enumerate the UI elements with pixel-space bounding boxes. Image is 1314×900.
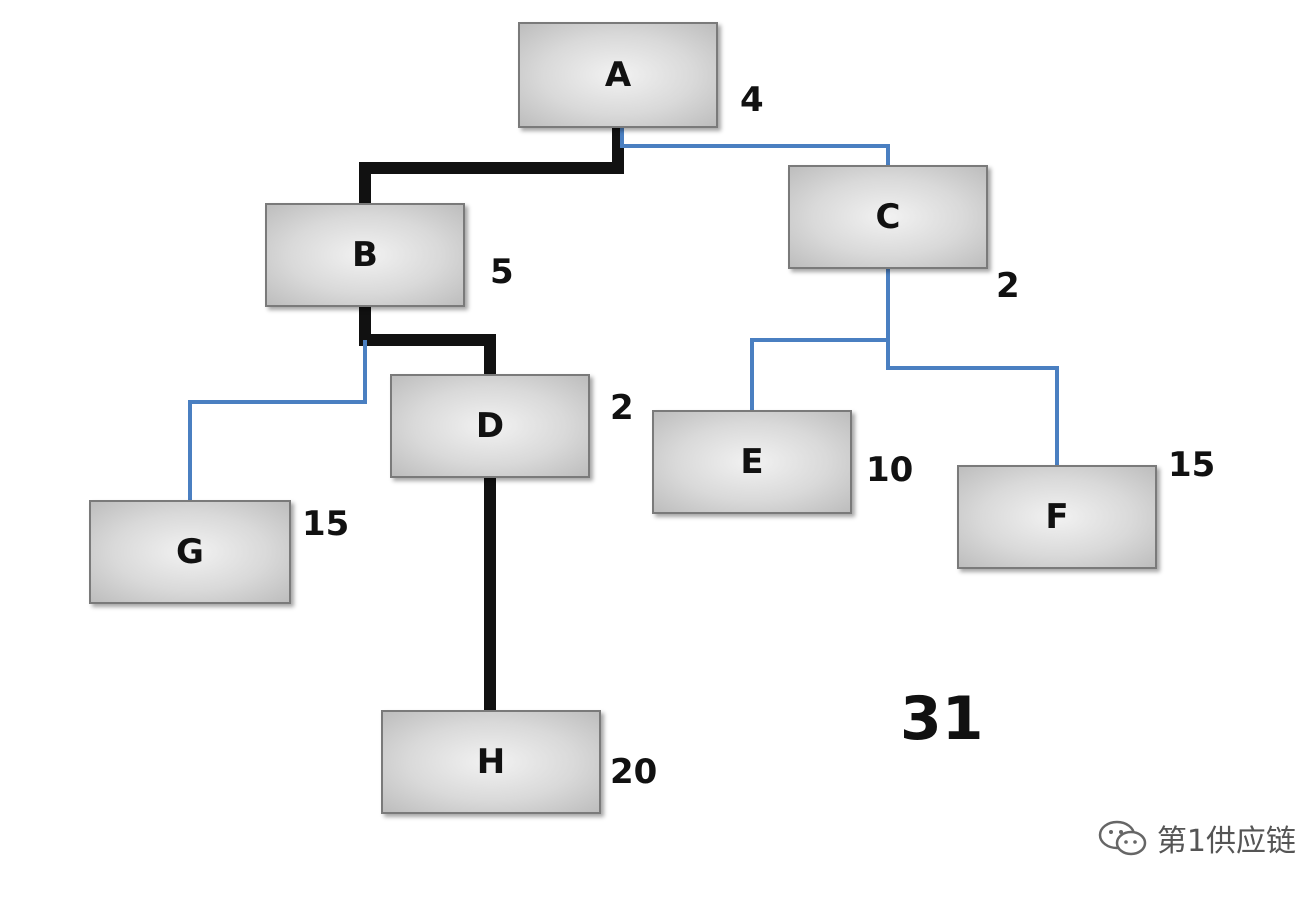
- edge-c-f: [886, 340, 1059, 465]
- node-h-weight: 20: [610, 752, 658, 792]
- edge-b-g: [188, 340, 367, 500]
- wechat-icon: [1098, 820, 1147, 856]
- node-b: B: [265, 203, 465, 307]
- critical-path-total: 31: [900, 684, 984, 754]
- watermark: 第1供应链: [1097, 816, 1296, 860]
- node-c-weight: 2: [996, 266, 1020, 306]
- edge-a-c: [620, 128, 890, 165]
- edge-c-e: [750, 268, 890, 410]
- node-g-weight: 15: [302, 504, 350, 544]
- node-h-label: H: [476, 742, 506, 782]
- node-d-weight: 2: [610, 388, 634, 428]
- node-b-weight: 5: [490, 252, 514, 292]
- node-c-label: C: [875, 197, 901, 237]
- node-f: F: [957, 465, 1157, 569]
- node-d-label: D: [475, 406, 505, 446]
- node-e-weight: 10: [866, 450, 914, 490]
- node-f-label: F: [1045, 497, 1069, 537]
- node-a: A: [518, 22, 718, 128]
- node-b-label: B: [352, 235, 378, 275]
- edge-b-d: [359, 307, 496, 375]
- node-g-label: G: [176, 532, 204, 572]
- watermark-text: 第1供应链: [1156, 824, 1296, 859]
- node-a-label: A: [604, 55, 632, 95]
- edge-a-b: [359, 128, 624, 205]
- node-c: C: [788, 165, 988, 269]
- node-a-weight: 4: [740, 80, 764, 120]
- node-e: E: [652, 410, 852, 514]
- node-d: D: [390, 374, 590, 478]
- node-f-weight: 15: [1168, 445, 1216, 485]
- node-e-label: E: [740, 442, 764, 482]
- node-h: H: [381, 710, 601, 814]
- node-g: G: [89, 500, 291, 604]
